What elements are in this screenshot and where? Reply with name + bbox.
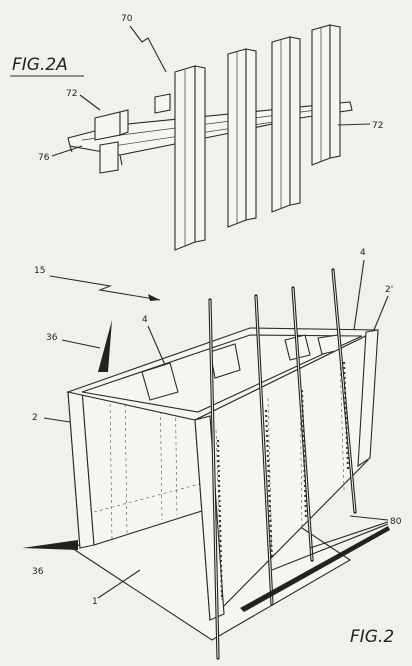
fig2-drawing: 15 (22, 248, 402, 660)
fig2a-block (99, 141, 119, 174)
fig2a-beam (227, 48, 257, 228)
leader-36 (61, 339, 101, 349)
wedge-80 (240, 526, 390, 612)
ref-label-76: 76 (38, 153, 50, 163)
fig2a-beam (271, 36, 301, 213)
leader-72 (337, 123, 371, 126)
leader-1 (97, 569, 141, 599)
arrow-15-head (148, 294, 160, 301)
fig2a-frame-edge (69, 145, 73, 153)
fig2-title: FIG.2 (350, 627, 394, 647)
fig2a-block-side (119, 109, 129, 136)
ref-label-2: 2 (32, 413, 38, 423)
rod (331, 268, 357, 514)
arrow-15 (49, 275, 161, 301)
ref-label-80: 80 (390, 517, 402, 527)
ref-label-72: 72 (372, 121, 383, 131)
leader-70 (129, 25, 167, 73)
ref-label-4: 4 (142, 315, 148, 325)
ref-label-36: 36 (46, 333, 58, 343)
leader-76 (51, 145, 83, 157)
fig2-front-wall-edge (357, 329, 379, 468)
fig2-chains (217, 361, 349, 601)
fig2-rods (208, 268, 357, 660)
ref-label-1: 1 (92, 597, 98, 607)
ref-label-70: 70 (121, 14, 133, 24)
ref-label-4: 4 (360, 248, 366, 258)
leader-2-prime (373, 295, 389, 331)
rod (291, 286, 314, 562)
fig2a-beam (311, 24, 341, 166)
rod (254, 294, 274, 606)
wedge-36 (22, 540, 78, 550)
fig2a-block (154, 93, 171, 114)
ref-label-72: 72 (66, 89, 77, 99)
ref-label-15: 15 (34, 266, 45, 276)
leader-80 (309, 521, 389, 549)
fig2a-blocks (94, 93, 171, 174)
leader-80 (349, 515, 389, 521)
leader-72 (79, 94, 101, 111)
leader-80 (271, 523, 389, 571)
rod (208, 298, 220, 660)
wedge-36 (98, 320, 112, 372)
fig2a-drawing: FIG.2A (10, 14, 383, 251)
leader-4 (353, 259, 365, 331)
leader-2 (43, 417, 71, 423)
fig2a-block (94, 111, 121, 141)
fig2a-beams (174, 24, 341, 251)
leader-4 (147, 325, 166, 366)
fig2a-beam (174, 65, 206, 251)
ref-label-2-prime: 2' (385, 285, 393, 295)
fig2a-frame-edge (119, 154, 123, 166)
fig2a-title: FIG.2A (12, 55, 68, 75)
ref-label-36: 36 (32, 567, 44, 577)
